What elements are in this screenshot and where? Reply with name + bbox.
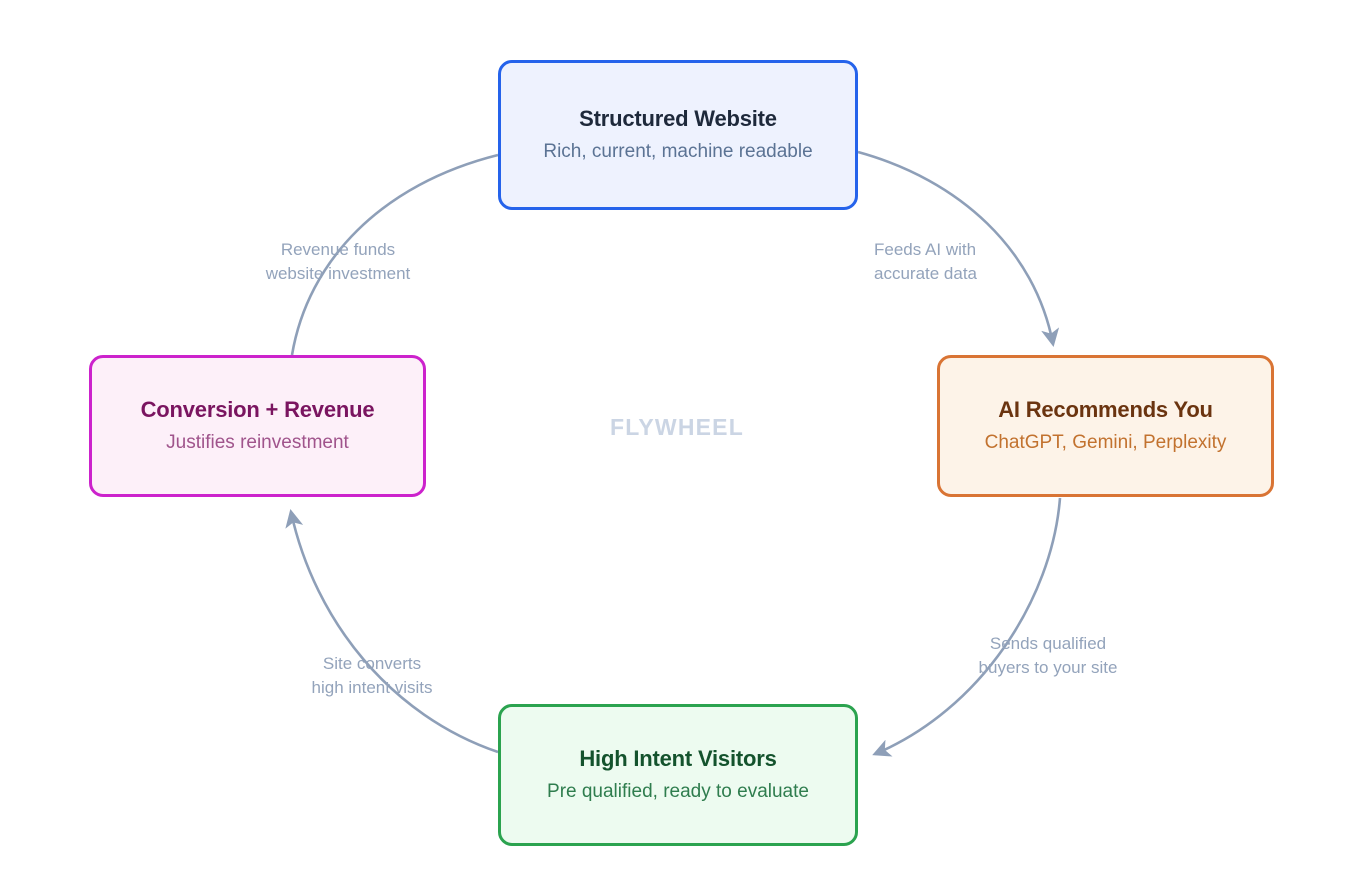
- node-structured-website[interactable]: Structured Website Rich, current, machin…: [498, 60, 858, 210]
- node-subtitle: ChatGPT, Gemini, Perplexity: [984, 431, 1227, 453]
- edge-path-visitors-to-conversion: [285, 509, 499, 754]
- node-subtitle: Rich, current, machine readable: [543, 140, 813, 162]
- node-subtitle: Pre qualified, ready to evaluate: [547, 780, 809, 802]
- edge-label-website-to-ai: Feeds AI with accurate data: [874, 240, 978, 283]
- node-high-intent-visitors[interactable]: High Intent Visitors Pre qualified, read…: [498, 704, 858, 846]
- edge-label-conversion-to-website: Revenue funds website investment: [265, 240, 411, 283]
- edge-label-ai-to-visitors: Sends qualified buyers to your site: [978, 634, 1118, 677]
- node-ai-recommends-you[interactable]: AI Recommends You ChatGPT, Gemini, Perpl…: [937, 355, 1274, 497]
- node-title: High Intent Visitors: [579, 746, 777, 772]
- node-title: Structured Website: [579, 106, 777, 132]
- center-caption: FLYWHEEL: [610, 414, 744, 440]
- edge-path-conversion-to-website: [290, 153, 499, 356]
- edge-label-visitors-to-conversion: Site converts high intent visits: [311, 654, 433, 697]
- node-title: Conversion + Revenue: [140, 397, 375, 423]
- edge-path-ai-to-visitors: [872, 497, 1062, 757]
- edge-path-website-to-ai: [857, 150, 1060, 347]
- node-subtitle: Justifies reinvestment: [166, 431, 349, 453]
- node-title: AI Recommends You: [998, 397, 1213, 423]
- node-conversion-revenue[interactable]: Conversion + Revenue Justifies reinvestm…: [89, 355, 426, 497]
